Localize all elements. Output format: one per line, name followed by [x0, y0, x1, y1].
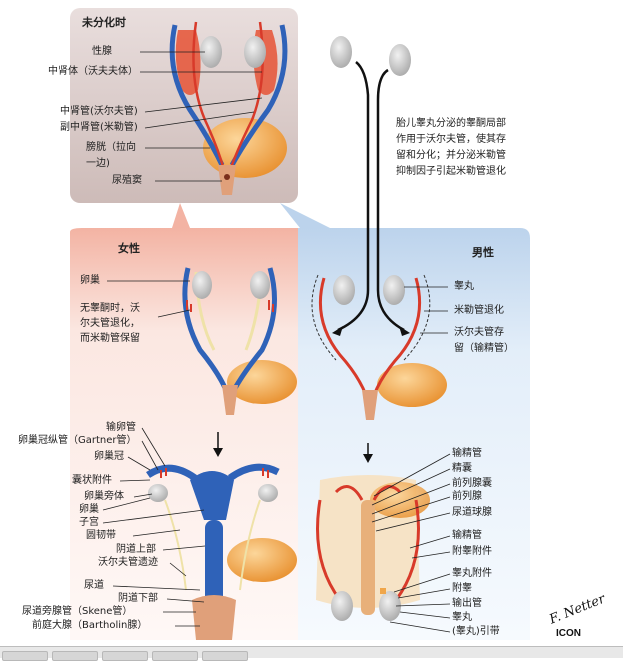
female-embryo-illustration: [182, 267, 297, 415]
taskbar-button[interactable]: [152, 651, 198, 661]
label-urethra: 尿道: [84, 580, 104, 591]
taskbar-button[interactable]: [102, 651, 148, 661]
note-line: 作用于沃尔夫管，使其存: [396, 134, 506, 145]
hormone-note: 胎儿睾丸分泌的睾酮局部 作用于沃尔夫管，使其存 留和分化；并分泌米勒管 抑制因子…: [396, 116, 506, 180]
taskbar-button[interactable]: [2, 651, 48, 661]
label-gonad: 性腺: [92, 46, 112, 57]
label-wolffian-line1: 沃尔夫管存: [454, 327, 504, 338]
taskbar-button[interactable]: [202, 651, 248, 661]
fetal-testes-illustration: [330, 36, 411, 336]
label-wolffian-remnant: 沃尔夫管遗迹: [98, 557, 158, 568]
label-testis-adult: 睾丸: [452, 612, 472, 623]
note-line: 抑制因子引起米勒管退化: [396, 166, 506, 177]
label-epididymis: 附睾: [452, 583, 472, 594]
label-bladder-line1: 膀胱（拉向: [86, 142, 136, 153]
label-bulbourethral: 尿道球腺: [452, 507, 492, 518]
label-mesonephros: 中肾体（沃夫夫体）: [48, 66, 138, 77]
label-urogenital-sinus: 尿殖窦: [112, 175, 142, 186]
label-appendix-testis: 睾丸附件: [452, 568, 492, 579]
label-prostate: 前列腺: [452, 491, 482, 502]
label-efferent-duct: 输出管: [452, 598, 482, 609]
label-seminal-vesicle: 精囊: [452, 463, 472, 474]
label-vas-deferens-top: 输精管: [452, 448, 482, 459]
label-regress-line3: 而米勒管保留: [80, 333, 140, 344]
bottom-taskbar: [0, 646, 623, 661]
label-regress-line2: 尔夫管退化，: [80, 318, 140, 329]
label-gartner: 卵巢冠纵管（Gartner管）: [18, 435, 137, 446]
label-round-ligament: 圆韧带: [86, 530, 116, 541]
label-epoophoron: 卵巢冠: [94, 451, 124, 462]
label-gubernaculum: (睾丸)引带: [452, 626, 500, 637]
male-adult-illustration: [316, 475, 430, 621]
female-adult-illustration: [146, 463, 297, 640]
male-title: 男性: [472, 246, 494, 259]
label-ovary-adult: 卵巢: [79, 504, 99, 515]
undiff-title: 未分化时: [82, 16, 126, 29]
undiff-illustration: [169, 21, 288, 195]
label-appendix-epididymis: 附睾附件: [452, 546, 492, 557]
label-paroophoron: 卵巢旁体: [84, 491, 124, 502]
icon-logo: ICON: [556, 628, 581, 639]
note-line: 胎儿睾丸分泌的睾酮局部: [396, 118, 506, 129]
label-mullerian-regress: 米勒管退化: [454, 305, 504, 316]
label-upper-vagina: 阴道上部: [116, 544, 156, 555]
label-uterus: 子宫: [79, 517, 99, 528]
label-wolffian-line2: 留（输精管）: [454, 343, 514, 354]
label-skene: 尿道旁腺管（Skene管）: [22, 606, 133, 617]
label-regress-line1: 无睾酮时，沃: [80, 303, 140, 314]
taskbar-button[interactable]: [52, 651, 98, 661]
label-vas-deferens: 输精管: [452, 530, 482, 541]
label-bladder-line2: 一边): [86, 158, 110, 169]
label-mesonephric-duct: 中肾管(沃尔夫管): [60, 106, 138, 117]
female-panel-bg: [70, 228, 298, 640]
female-title: 女性: [118, 242, 140, 255]
male-embryo-illustration: [311, 274, 447, 420]
label-lower-vagina: 阴道下部: [118, 593, 158, 604]
note-line: 留和分化；并分泌米勒管: [396, 150, 506, 161]
label-bartholin: 前庭大腺（Bartholin腺）: [32, 620, 148, 631]
label-testis-embryo: 睾丸: [454, 281, 474, 292]
label-ovary-embryo: 卵巢: [80, 275, 100, 286]
label-prostatic-utricle: 前列腺囊: [452, 478, 492, 489]
label-paramesonephric-duct: 副中肾管(米勒管): [60, 122, 138, 133]
label-oviduct: 输卵管: [106, 422, 136, 433]
label-appendix: 囊状附件: [72, 475, 112, 486]
